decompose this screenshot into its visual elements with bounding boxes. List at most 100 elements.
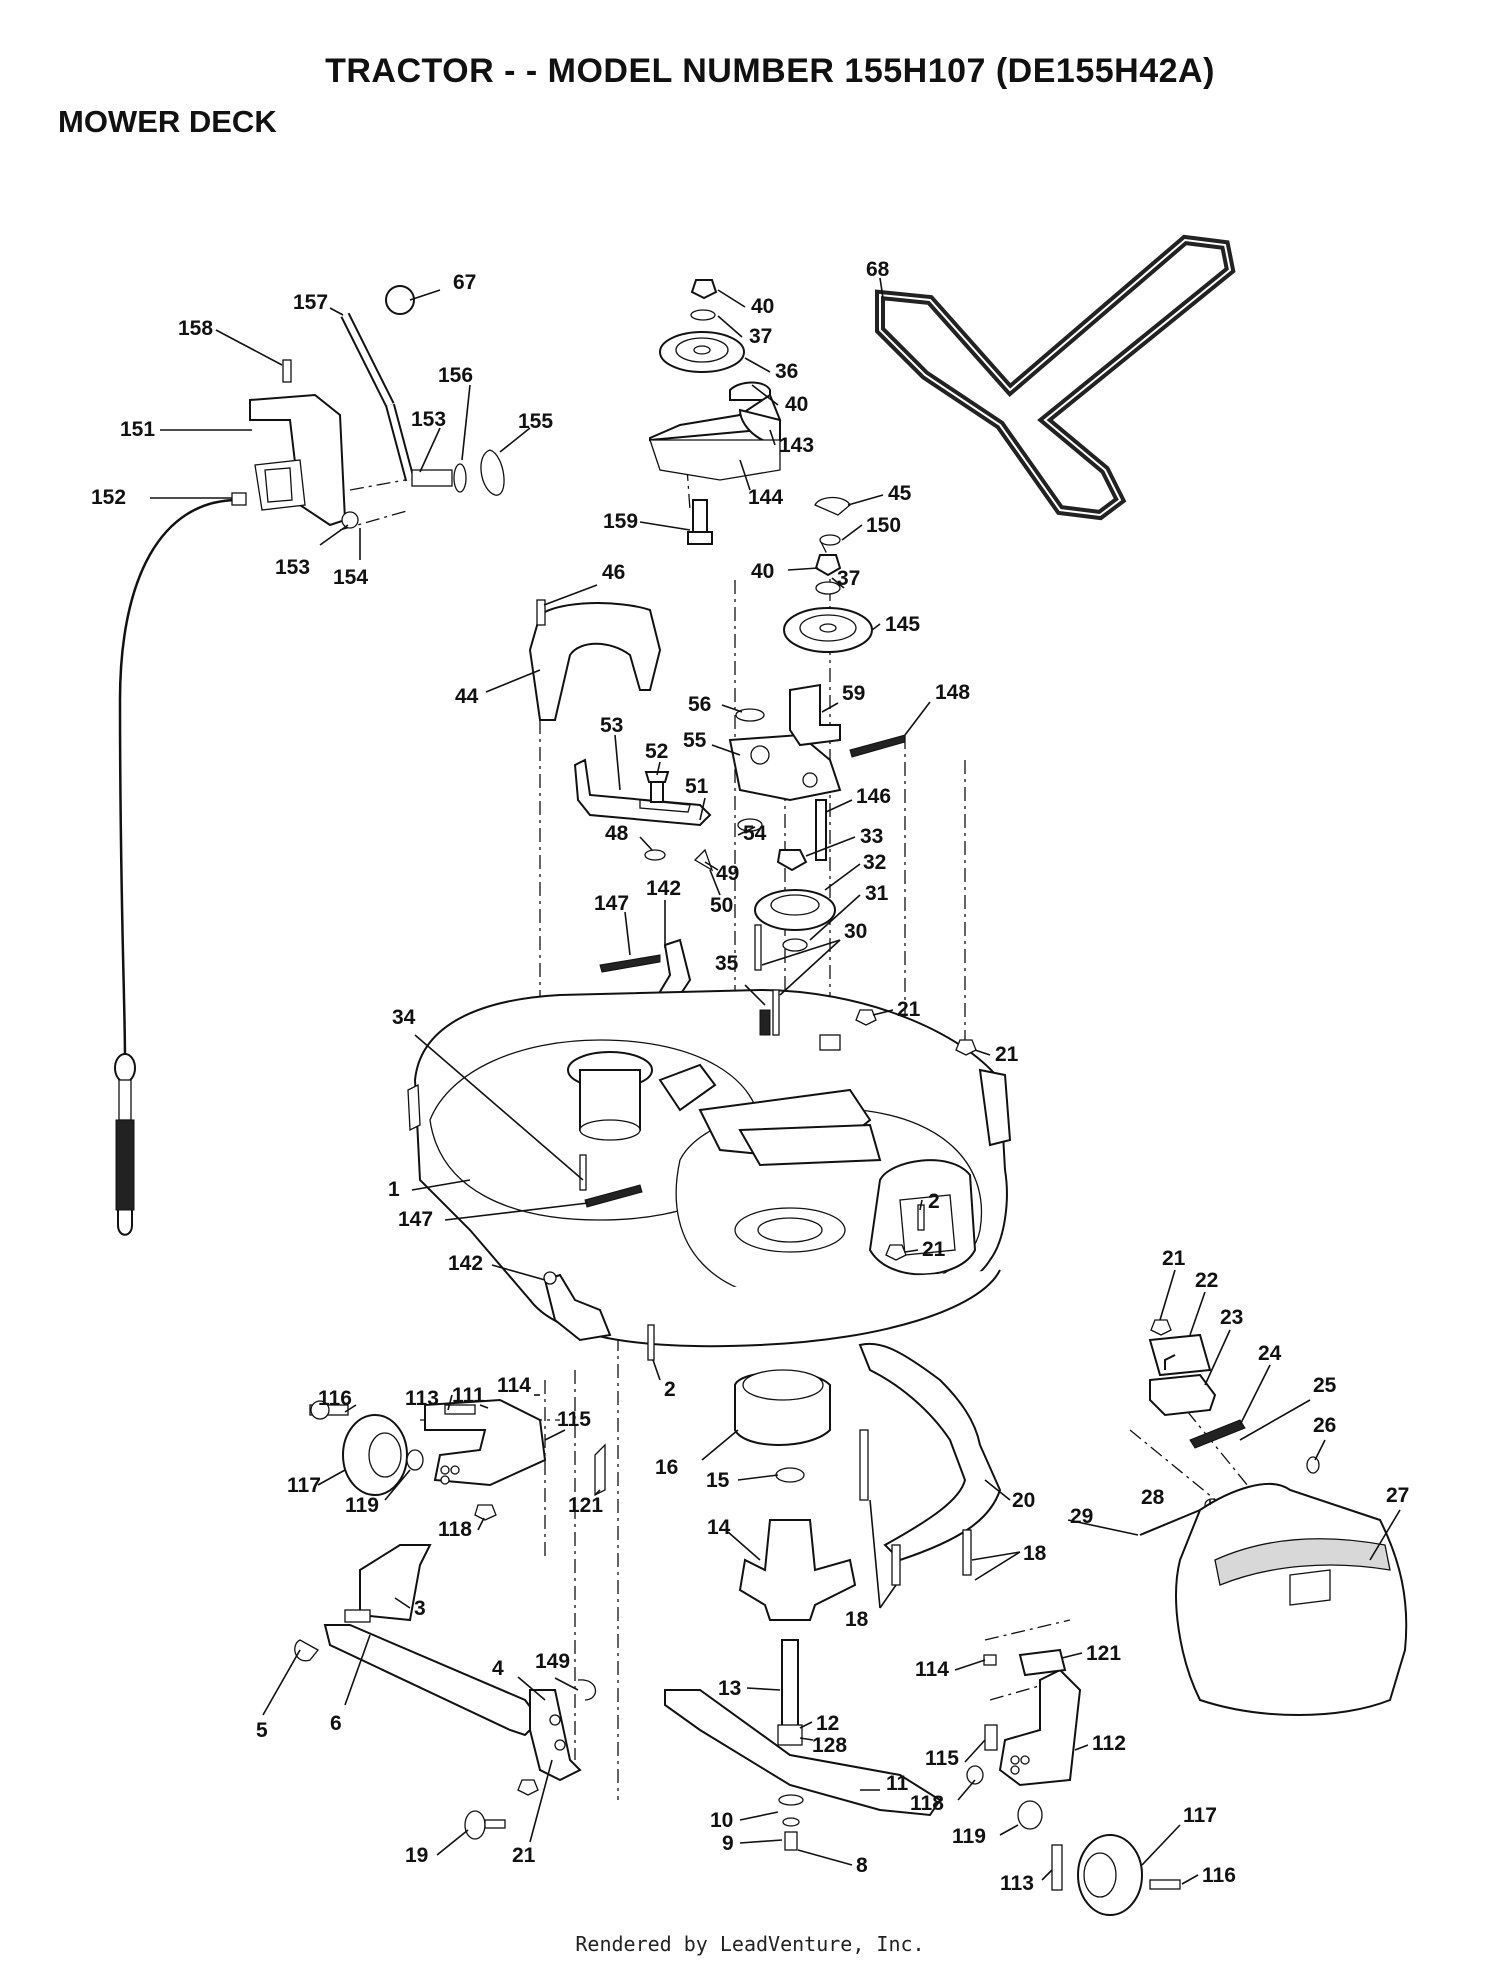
callout-label: 20 [1012,1489,1035,1512]
callout-label: 37 [837,567,860,590]
callout-label: 46 [602,561,625,584]
callout-label: 36 [775,360,798,383]
lift-handle-assembly [249,285,505,529]
callout-label: 142 [448,1252,483,1275]
callout-label: 117 [1183,1804,1217,1827]
callout-label: 118 [438,1518,472,1541]
callout-label: 10 [710,1809,733,1832]
callout-label: 49 [716,862,739,885]
upper-idler-assembly [649,279,782,545]
callout-label: 153 [411,408,446,431]
tension-spring-lower [543,1184,643,1342]
callout-label: 147 [398,1208,433,1231]
lower-idler-assembly [783,496,873,653]
brake-arm [573,758,714,872]
callout-label: 145 [885,613,920,636]
callout-label: 154 [333,566,368,589]
callout-label: 51 [685,775,709,798]
callout-label: 155 [518,410,553,433]
callout-label: 34 [392,1006,416,1029]
callout-label: 150 [866,514,901,537]
callout-label: 159 [603,510,638,533]
callout-label: 54 [743,822,767,845]
callout-label: 52 [645,740,668,763]
callout-label: 33 [860,825,883,848]
callout-label: 44 [455,685,479,708]
callout-label: 15 [706,1469,730,1492]
deck-pulley [754,799,836,952]
callout-label: 116 [1202,1864,1236,1887]
left-gauge-wheel [309,1398,606,1521]
callout-label: 157 [293,291,328,314]
drive-belt [875,234,1236,521]
callout-label: 28 [1141,1486,1165,1509]
spindle-and-blade [664,1369,942,1851]
callout-label: 112 [1092,1732,1126,1755]
callout-label: 6 [330,1712,342,1735]
callout-label: 156 [438,364,473,387]
leader-lines [150,277,1401,1885]
callout-label: 14 [707,1516,731,1539]
callout-label: 55 [683,729,707,752]
callout-label: 21 [1162,1247,1186,1270]
callout-label: 53 [600,714,623,737]
callout-label: 59 [842,682,865,705]
mower-deck-shell [407,988,1012,1348]
callout-label: 144 [748,486,783,509]
callout-label: 121 [1086,1642,1121,1665]
callout-label: 152 [91,486,126,509]
callout-label: 117 [287,1474,321,1497]
callout-label: 128 [812,1734,847,1757]
callout-label: 29 [1070,1505,1093,1528]
callout-label: 30 [844,920,867,943]
callout-label: 25 [1313,1374,1337,1397]
callout-label: 26 [1313,1414,1336,1437]
callout-label: 115 [925,1747,959,1770]
callout-label: 3 [414,1597,426,1620]
page-title: TRACTOR - - MODEL NUMBER 155H107 (DE155H… [325,52,1215,90]
callout-label: 5 [256,1719,268,1742]
callout-label: 11 [886,1772,909,1795]
callout-label: 116 [318,1387,352,1410]
callout-label: 118 [910,1792,944,1815]
callout-label: 22 [1195,1269,1218,1292]
callout-label: 56 [688,693,711,716]
section-title: MOWER DECK [58,104,277,139]
callout-label: 40 [751,560,774,583]
callout-label: 119 [345,1494,379,1517]
callout-label: 111 [452,1384,485,1407]
callout-label: 67 [453,271,476,294]
callout-label: 4 [492,1657,504,1680]
callout-label: 19 [405,1844,428,1867]
callout-label: 2 [664,1378,676,1401]
lift-cable [114,492,247,1236]
callout-label: 48 [605,822,629,845]
callout-label: 24 [1258,1342,1282,1365]
callout-label: 146 [856,785,891,808]
callout-label: 1 [388,1178,400,1201]
callout-label: 31 [865,882,889,905]
callout-label: 143 [779,434,814,457]
callout-label: 148 [935,681,970,704]
callout-label: 21 [512,1844,536,1867]
callout-label: 149 [535,1650,570,1673]
callout-label: 147 [594,892,629,915]
callout-label: 12 [816,1712,839,1735]
callout-label: 13 [718,1677,741,1700]
right-gauge-wheel [966,1648,1181,1916]
footer-credit: Rendered by LeadVenture, Inc. [575,1932,925,1956]
callout-label: 37 [749,325,772,348]
callout-label: 158 [178,317,213,340]
idler-arm [728,683,906,832]
belt-guard [528,599,662,721]
callout-label: 40 [785,393,808,416]
callout-label: 50 [710,894,733,917]
callout-label: 40 [751,295,774,318]
callout-label: 45 [888,482,912,505]
callout-label: 21 [897,998,921,1021]
callout-label: 18 [845,1608,869,1631]
callout-label: 68 [866,258,890,281]
front-stabilizer [858,1342,1002,1586]
callout-label: 21 [922,1238,946,1261]
